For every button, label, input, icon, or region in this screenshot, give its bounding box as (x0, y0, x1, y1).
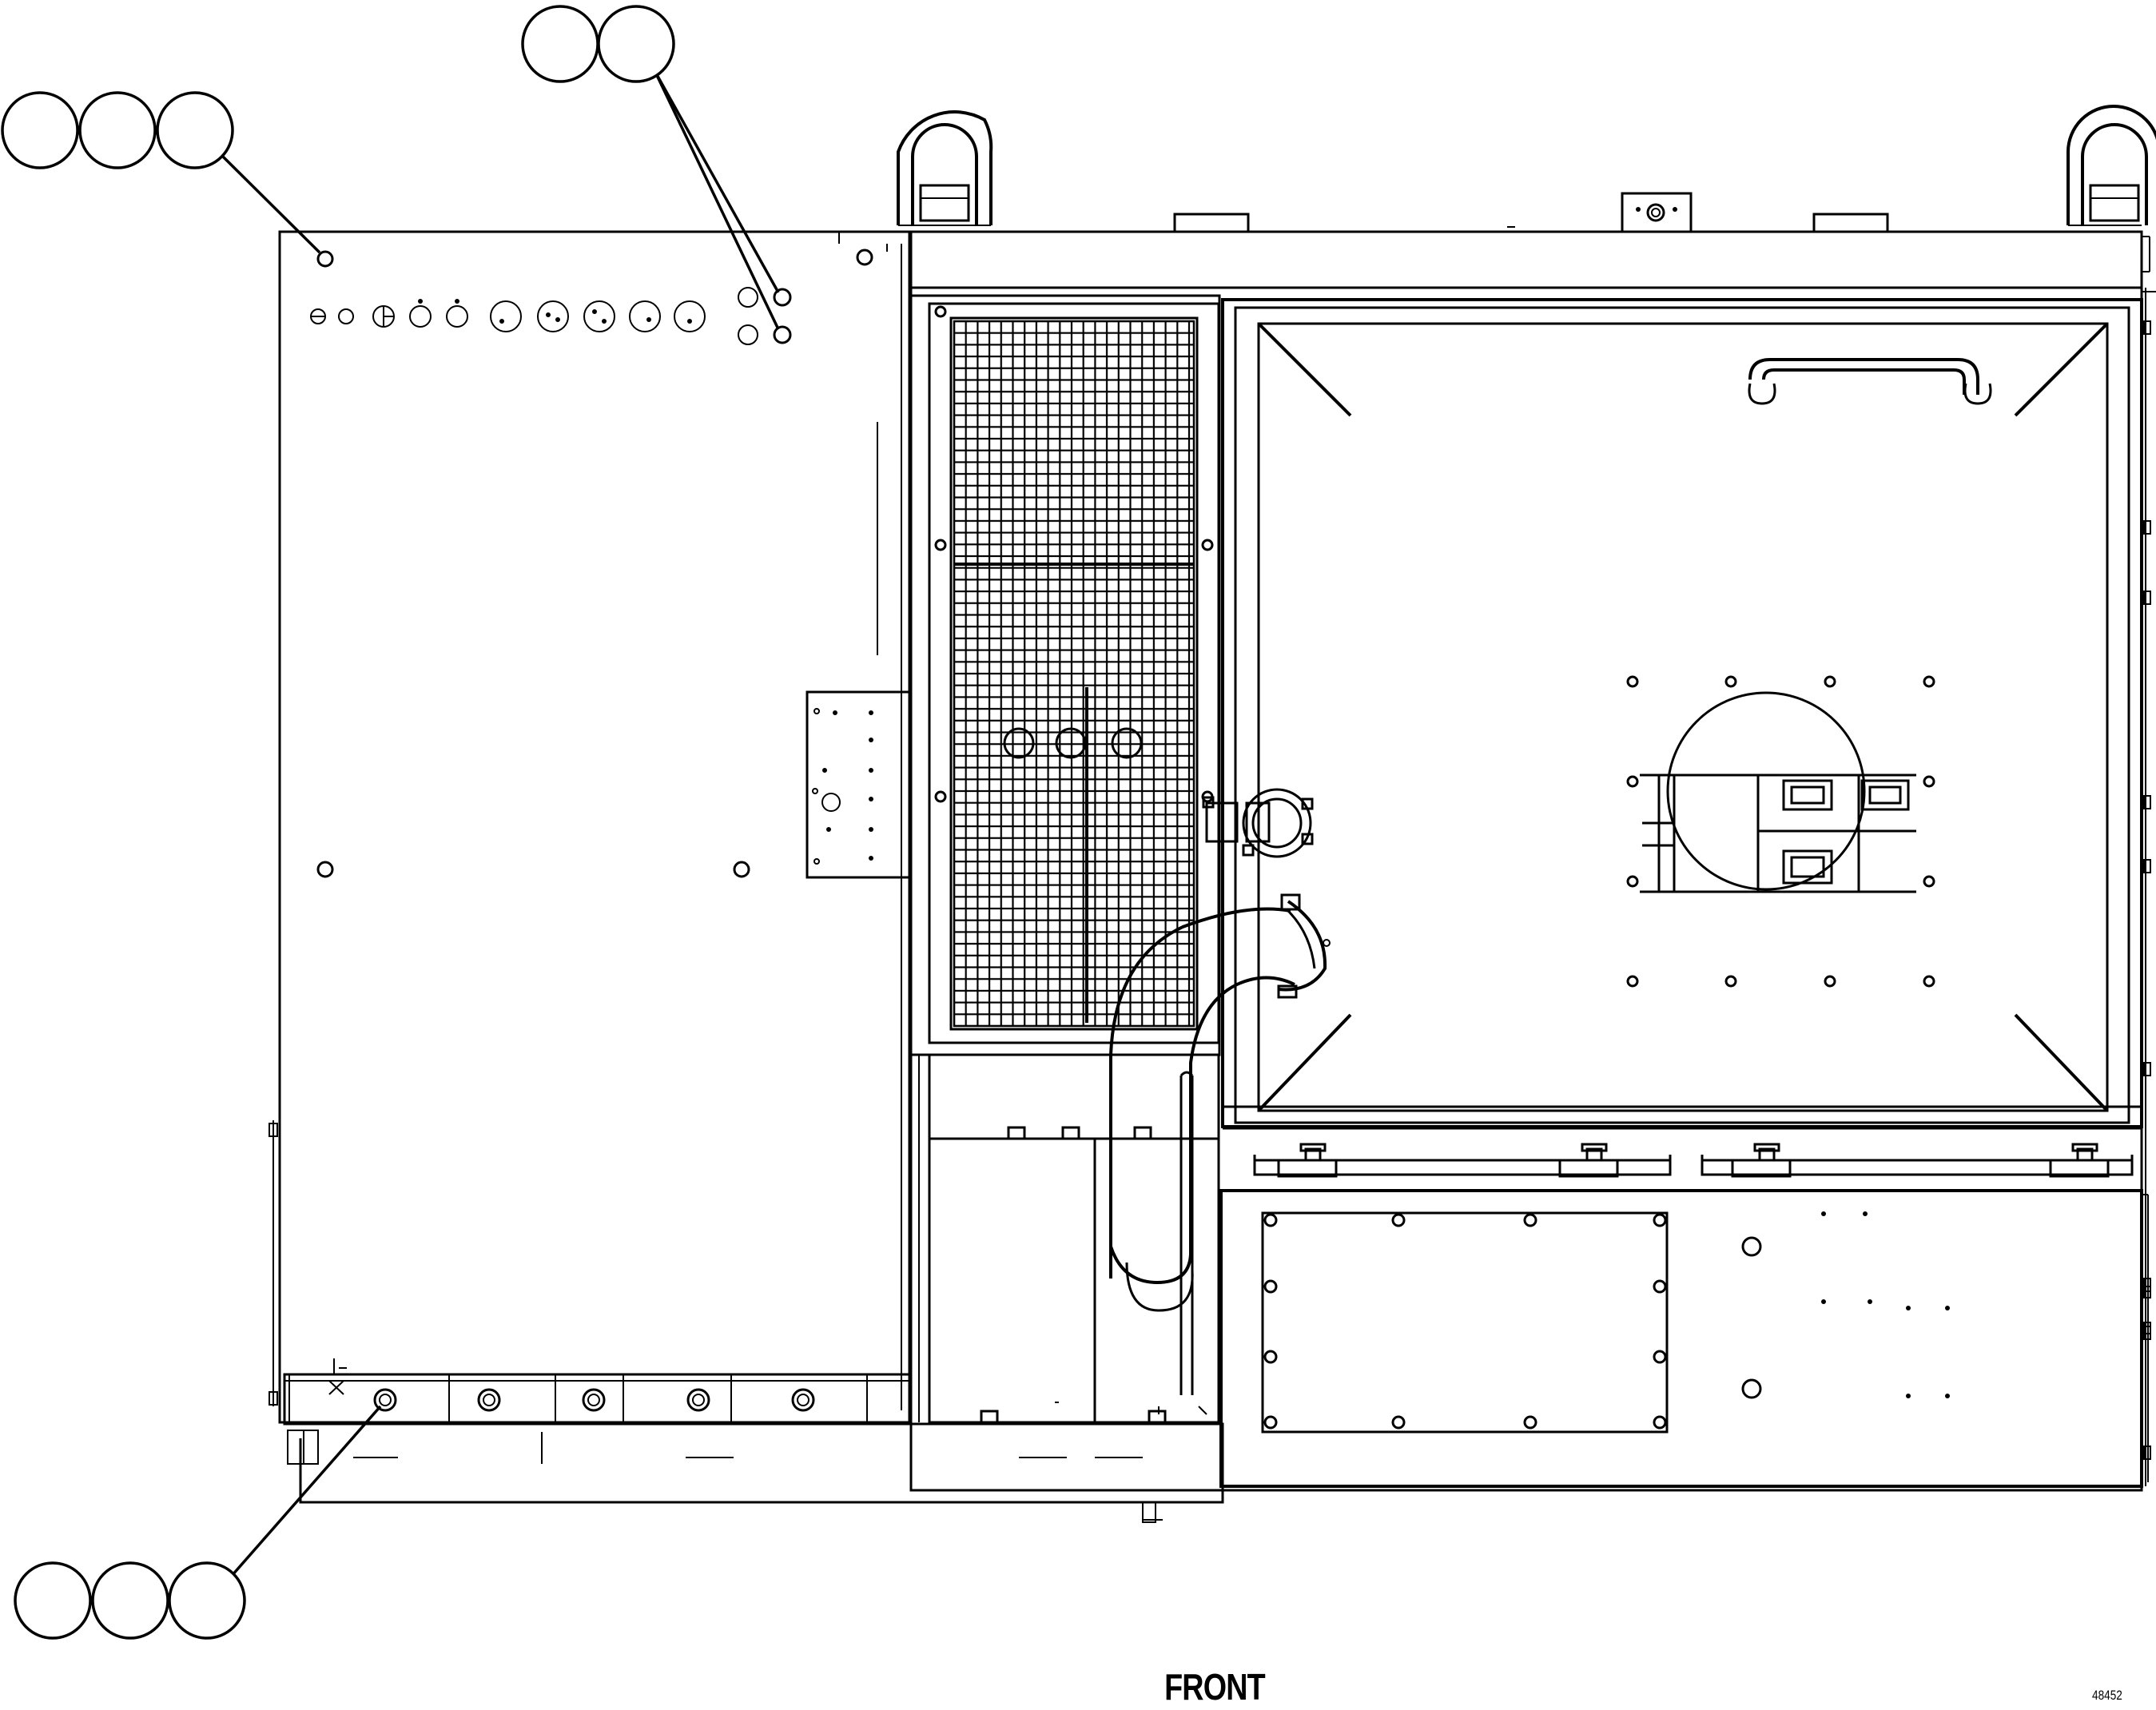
door-bolts (1626, 675, 1935, 988)
lower-frame (918, 1053, 1220, 1424)
lifting-eye-right (2066, 105, 2156, 226)
radiator-grille (909, 294, 1221, 1056)
inspection-window (1640, 691, 1916, 893)
control-receptacle-row (310, 287, 792, 345)
figure-caption: FRONT VIEW (1164, 1666, 1266, 1710)
callout-top-left (1, 91, 321, 254)
access-door (1202, 298, 2143, 1130)
base-rail (283, 1358, 1224, 1523)
callout-top-center (521, 5, 780, 330)
drawing-number: 48452 (2092, 1688, 2122, 1703)
door-latch (1202, 788, 1314, 858)
mounting-plate (806, 690, 911, 879)
callout-bottom-left (14, 1405, 382, 1640)
lifting-eye-left (897, 110, 993, 226)
hinge-bolts (1299, 1143, 2098, 1160)
left-enclosure (269, 230, 911, 1424)
door-handle (1748, 358, 1992, 405)
exhaust-elbow (1109, 893, 1331, 1312)
hinge-strip (1253, 1143, 2134, 1178)
lower-cover (1219, 1189, 2151, 1488)
